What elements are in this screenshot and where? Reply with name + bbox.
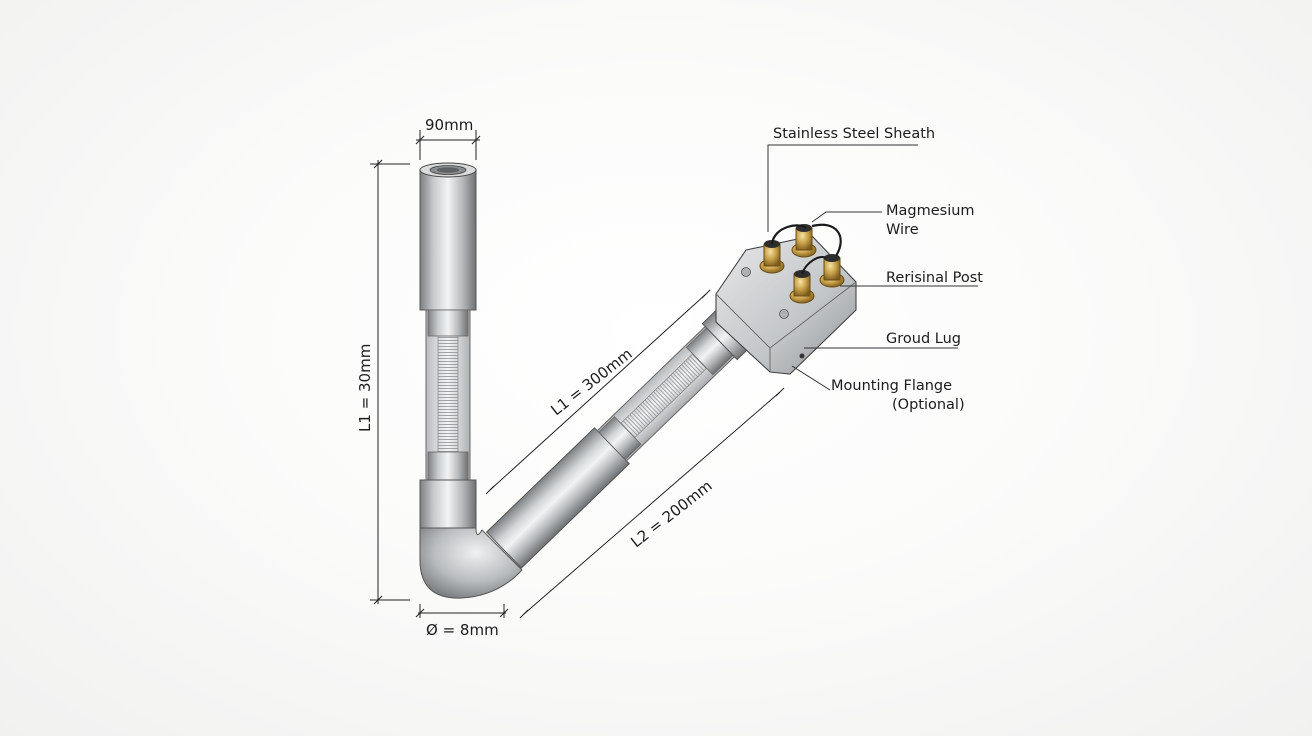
wire-icon [811, 223, 842, 257]
label-flange-line1: Mounting Flange [831, 378, 952, 394]
elbow-bend [419, 527, 523, 599]
wire-icon [801, 256, 827, 275]
terminal-box [715, 223, 857, 375]
terminal-post-icon [759, 240, 785, 274]
terminal-post-icon [791, 224, 817, 258]
label-wire-line2: Wire [886, 222, 919, 238]
screw-icon [741, 267, 751, 277]
terminal-post-icon [819, 254, 845, 288]
dim-top-width: 90mm [425, 116, 473, 134]
label-flange-line2: (Optional) [892, 397, 965, 413]
wire-icon [770, 224, 807, 245]
label-post: Rerisinal Post [886, 270, 983, 286]
leader-lines [767, 144, 978, 391]
label-lug: Groud Lug [886, 331, 961, 347]
screw-icon [779, 309, 789, 319]
label-sheath: Stainless Steel Sheath [773, 126, 935, 142]
label-wire-line1: Magmesium [886, 203, 975, 219]
dim-diameter: Ø = 8mm [426, 621, 499, 639]
terminal-post-icon [789, 270, 815, 304]
dimension-lines [370, 130, 785, 619]
dim-vertical-length: L1 = 30mm [356, 344, 374, 432]
dim-diagonal-lower: L2 = 200mm [627, 477, 715, 551]
ground-lug-icon [799, 353, 805, 359]
vertical-tube [419, 162, 477, 531]
